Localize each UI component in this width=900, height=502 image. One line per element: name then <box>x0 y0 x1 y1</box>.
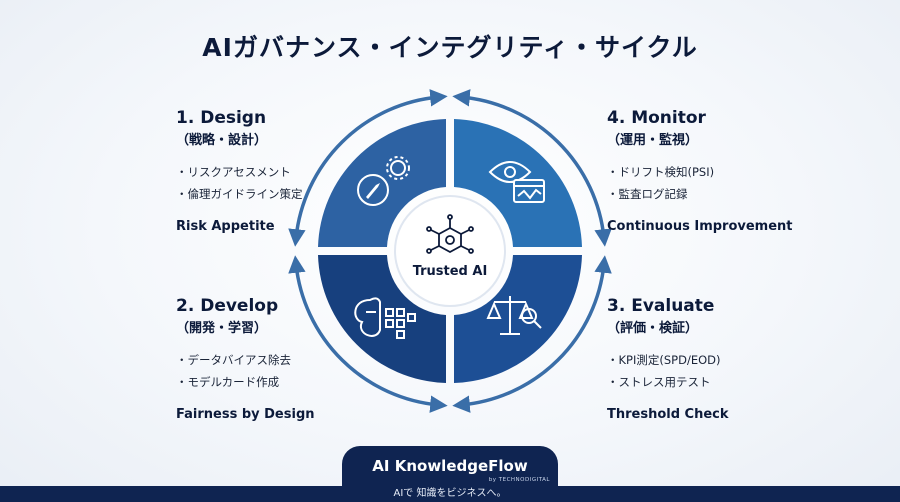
arrow-top-left <box>288 89 448 247</box>
phase-evaluate-title: 3. Evaluate <box>607 296 715 316</box>
phase-design-subtitle: （戦略・設計） <box>176 133 268 148</box>
page-title: AIガバナンス・インテグリティ・サイクル <box>202 33 698 62</box>
phase-monitor-item: ・ドリフト検知(PSI) <box>607 165 715 179</box>
phase-evaluate-tag: Threshold Check <box>607 407 729 422</box>
phase-monitor-tag: Continuous Improvement <box>607 219 793 234</box>
center-label: Trusted AI <box>412 264 488 279</box>
phase-monitor-title: 4. Monitor <box>607 108 706 128</box>
footer-by: by TECHNODIGITAL <box>488 477 550 483</box>
phase-develop: 2. Develop （開発・学習） ・データバイアス除去 ・モデルカード作成 … <box>176 296 336 422</box>
arrow-bottom-right <box>452 255 612 413</box>
phase-monitor-item: ・監査ログ記録 <box>607 187 688 201</box>
phase-evaluate-subtitle: （評価・検証） <box>607 321 699 336</box>
arrow-top-right <box>452 89 612 247</box>
phase-design-item: ・倫理ガイドライン策定 <box>176 187 303 201</box>
phase-develop-title: 2. Develop <box>176 296 279 316</box>
phase-evaluate: 3. Evaluate （評価・検証） ・KPI測定(SPD/EOD) ・ストレ… <box>607 296 807 422</box>
phase-design: 1. Design （戦略・設計） ・リスクアセスメント ・倫理ガイドライン策定… <box>176 108 336 234</box>
cycle-arrows <box>288 89 612 413</box>
phase-monitor: 4. Monitor （運用・監視） ・ドリフト検知(PSI) ・監査ログ記録 … <box>607 108 807 234</box>
phase-evaluate-item: ・ストレス用テスト <box>607 375 711 389</box>
phase-develop-tag: Fairness by Design <box>176 407 315 422</box>
phase-evaluate-item: ・KPI測定(SPD/EOD) <box>607 353 721 367</box>
footer-brand: AI KnowledgeFlow <box>372 457 528 475</box>
arrow-bottom-left <box>288 255 448 413</box>
phase-design-tag: Risk Appetite <box>176 219 275 234</box>
phase-develop-item: ・モデルカード作成 <box>176 375 280 389</box>
phase-monitor-subtitle: （運用・監視） <box>607 133 699 148</box>
phase-develop-item: ・データバイアス除去 <box>176 353 291 367</box>
phase-design-item: ・リスクアセスメント <box>176 165 291 179</box>
footer: AI KnowledgeFlow by TECHNODIGITAL AIで 知識… <box>0 442 900 502</box>
footer-tagline: AIで 知識をビジネスへ。 <box>393 488 507 499</box>
phase-design-title: 1. Design <box>176 108 267 128</box>
phase-develop-subtitle: （開発・学習） <box>176 321 268 336</box>
footer-brand-tab <box>342 446 558 502</box>
